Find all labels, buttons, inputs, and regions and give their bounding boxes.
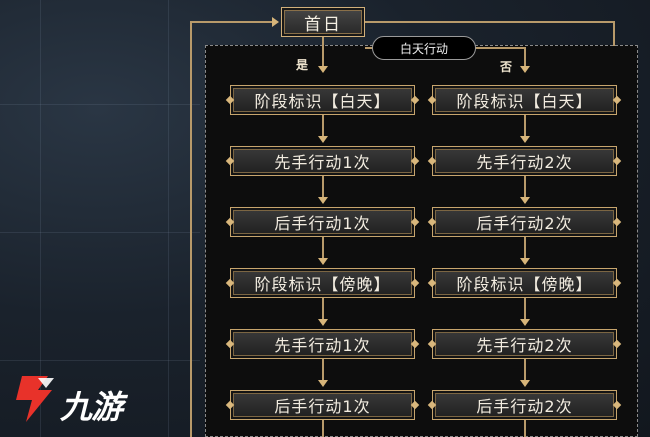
connector-line [524, 237, 526, 261]
down-arrow-icon [318, 258, 328, 265]
down-arrow-icon [318, 319, 328, 326]
branch-no-label: 否 [500, 60, 513, 74]
down-arrow-icon [318, 197, 328, 204]
right-step-3: 后手行动2次 [432, 207, 617, 237]
down-arrow-icon [318, 380, 328, 387]
right-step-2: 先手行动2次 [432, 146, 617, 176]
loop-line [365, 21, 615, 23]
grid-line [168, 0, 169, 437]
phase-label: 白天行动 [372, 36, 476, 60]
connector-line [524, 176, 526, 200]
connector-line [524, 359, 526, 383]
loop-line [190, 21, 274, 23]
grid-line [0, 232, 200, 233]
connector-line [524, 47, 526, 67]
down-arrow-icon [318, 136, 328, 143]
left-step-4: 阶段标识【傍晚】 [230, 268, 415, 298]
jiuyou-logo-icon [16, 376, 54, 422]
connector-line [322, 298, 324, 322]
right-step-6: 后手行动2次 [432, 390, 617, 420]
connector-line [322, 237, 324, 261]
connector-line [322, 359, 324, 383]
right-step-5: 先手行动2次 [432, 329, 617, 359]
watermark-text: 九游 [60, 388, 123, 426]
down-arrow-icon [520, 258, 530, 265]
grid-line [40, 0, 41, 437]
connector-line [524, 298, 526, 322]
left-step-3: 后手行动1次 [230, 207, 415, 237]
branch-yes-label: 是 [296, 58, 309, 72]
down-arrow-icon [520, 66, 530, 73]
down-arrow-icon [520, 319, 530, 326]
grid-line [0, 360, 200, 361]
left-step-5: 先手行动1次 [230, 329, 415, 359]
left-step-2: 先手行动1次 [230, 146, 415, 176]
right-step-4: 阶段标识【傍晚】 [432, 268, 617, 298]
left-step-1: 阶段标识【白天】 [230, 85, 415, 115]
down-arrow-icon [520, 136, 530, 143]
loop-line [190, 21, 192, 437]
loop-arrow-icon [272, 17, 279, 27]
right-step-1: 阶段标识【白天】 [432, 85, 617, 115]
down-arrow-icon [318, 66, 328, 73]
grid-line [0, 104, 200, 105]
left-step-6: 后手行动1次 [230, 390, 415, 420]
loop-line [613, 21, 615, 46]
connector-line [322, 37, 324, 67]
start-node: 首日 [281, 7, 365, 37]
connector-line [524, 420, 526, 437]
down-arrow-icon [520, 197, 530, 204]
down-arrow-icon [520, 380, 530, 387]
connector-line [322, 115, 324, 139]
connector-line [322, 420, 324, 437]
connector-line [322, 176, 324, 200]
connector-line [524, 115, 526, 139]
